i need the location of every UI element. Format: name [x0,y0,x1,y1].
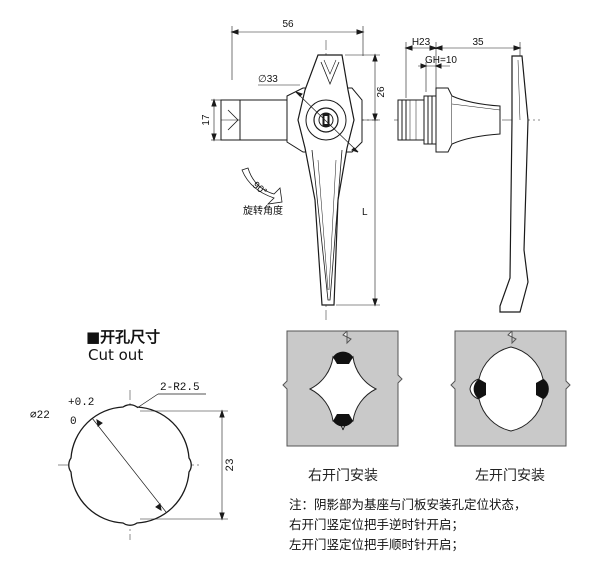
right-install-caption: 右开门安装 [308,468,378,484]
dim-height-17: 17 [201,114,212,126]
dim-h23: H23 [412,37,431,48]
cutout-view [58,390,228,540]
cutout-title: ■开孔尺寸 [86,328,161,346]
dim-dia22: ∅22 [30,410,50,422]
left-install-caption: 左开门安装 [475,468,545,484]
dim-tol-plus: +0.2 [68,397,94,409]
dim-length-L: L [362,207,368,218]
dim-cut-23: 23 [225,458,237,471]
dim-35: 35 [472,37,484,48]
dim-tol-zero: 0 [70,416,77,428]
dim-gh10: GH=10 [425,55,457,66]
note-line-3: 左开门竖定位把手顺时针开启； [289,537,465,552]
dim-width-56: 56 [282,19,294,30]
right-install-panel [282,330,403,447]
note-line-1: 注：阴影部为基座与门板安装孔定位状态， [289,497,527,512]
front-view [211,26,380,320]
cutout-subtitle: Cut out [88,346,144,364]
dim-height-26: 26 [376,86,387,98]
dim-diameter-33: ∅33 [258,74,278,85]
note-line-2: 右开门竖定位把手逆时针开启； [289,517,465,532]
rotation-label: 旋转角度 [243,204,283,217]
side-view [394,42,540,313]
dim-r25: 2-R2.5 [160,382,200,394]
left-install-panel [450,330,571,447]
